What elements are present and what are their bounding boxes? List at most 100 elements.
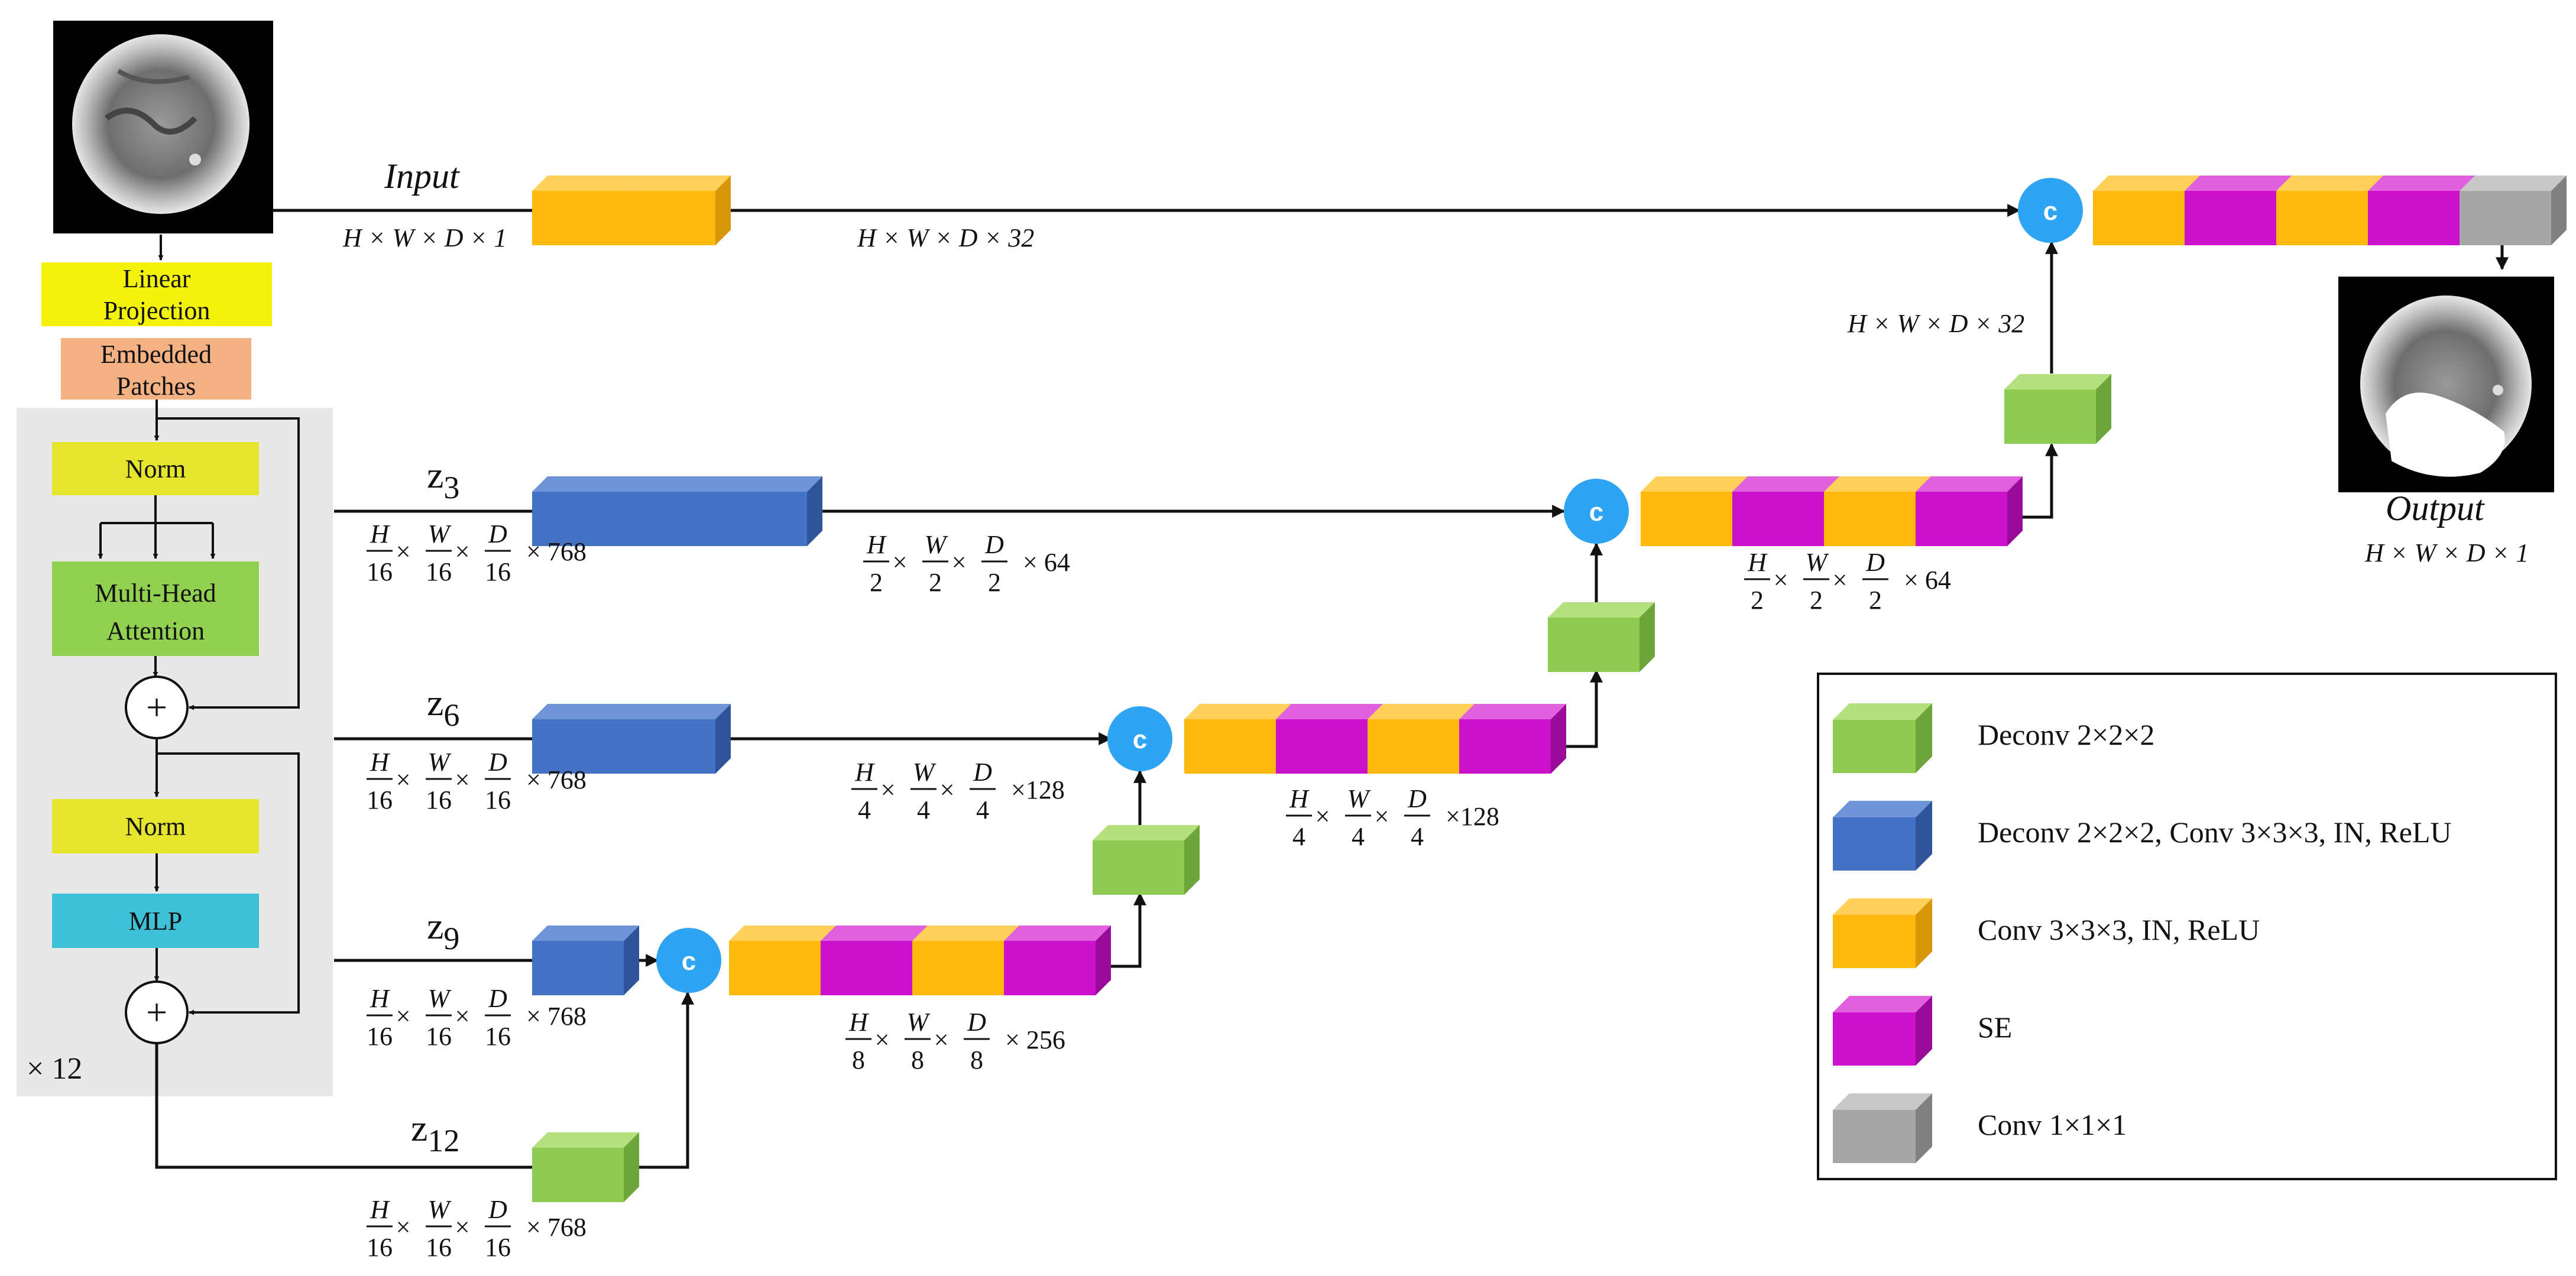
svg-text:×: × [875, 1025, 890, 1054]
svg-text:× 64: × 64 [1904, 566, 1951, 595]
plus1-label: + [146, 686, 167, 728]
dec1-magenta-block-1 [1732, 476, 1839, 546]
output-image [2338, 277, 2554, 492]
svg-text:× 768: × 768 [526, 537, 587, 566]
residual-1 [157, 417, 300, 710]
legend-cube-magenta [1833, 996, 1932, 1066]
input-conv-orange-block-0 [532, 176, 639, 245]
svg-text:8: 8 [852, 1046, 865, 1074]
dec3-orange-block-0 [729, 926, 836, 995]
legend-box [1817, 673, 2557, 1180]
dec0-orange-block-2 [2276, 176, 2383, 245]
norm2-label: Norm [125, 812, 186, 841]
z6-shape: H16×W16×D16× 768 [367, 748, 587, 814]
dec0-magenta-block-1 [2185, 176, 2292, 245]
plus2-label: + [146, 991, 167, 1033]
svg-text:× 768: × 768 [526, 1002, 587, 1031]
dec2-orange-block-0 [1184, 704, 1291, 774]
legend-cube-gray [1833, 1093, 1932, 1163]
dec1-shape: H2×W2×D2× 64 [1744, 548, 1951, 615]
svg-text:16: 16 [426, 557, 452, 586]
embedded-patches-box [61, 338, 251, 400]
linear-projection-label-line2: Projection [103, 296, 210, 325]
dec3-magenta-block-3 [1004, 926, 1111, 995]
mha-label-line2: Attention [106, 616, 205, 645]
svg-text:×: × [455, 765, 470, 794]
dec3-magenta-block-1 [821, 926, 928, 995]
concat-node-1: c [1564, 479, 1629, 544]
svg-text:× 64: × 64 [1023, 548, 1070, 577]
svg-text:H: H [1289, 784, 1310, 813]
z12-deconv-green-block-0 [532, 1132, 639, 1202]
svg-text:W: W [428, 1195, 452, 1224]
z6-label: z6 [427, 681, 459, 733]
norm2-box [52, 799, 259, 853]
svg-text:2: 2 [988, 568, 1001, 597]
svg-text:8: 8 [970, 1046, 983, 1074]
svg-text:W: W [925, 530, 948, 559]
output-label: Output [2386, 489, 2485, 528]
z6-deconv-blue-block-0 [532, 704, 639, 774]
z3-shape: H16×W16×D16× 768 [367, 520, 587, 586]
skip1-shape: H2×W2×D2× 64 [863, 530, 1070, 597]
dec1-orange-block-2 [1824, 476, 1931, 546]
svg-text:16: 16 [367, 785, 393, 814]
z9-shape: H16×W16×D16× 768 [367, 984, 587, 1051]
svg-text:H: H [848, 1008, 869, 1037]
svg-text:W: W [428, 520, 452, 548]
up3-line [1103, 892, 1146, 968]
dec3-orange-block-2 [912, 926, 1019, 995]
svg-text:16: 16 [367, 1022, 393, 1051]
svg-text:8: 8 [911, 1046, 924, 1074]
svg-text:W: W [1806, 548, 1829, 577]
svg-text:H: H [854, 758, 875, 787]
up2-line [1555, 669, 1603, 748]
svg-text:z6: z6 [427, 681, 459, 733]
svg-text:W: W [1347, 784, 1371, 813]
svg-text:×: × [881, 775, 896, 804]
svg-text:H: H [370, 984, 390, 1013]
z3-deconv-blue-block-0 [532, 476, 639, 546]
svg-text:2: 2 [1751, 586, 1764, 615]
up0-shape: H × W × D × 32 [1847, 309, 2024, 338]
concat-node-2: c [1107, 706, 1172, 771]
z12-up-line [633, 991, 694, 1169]
dec0-gray-block-4 [2460, 176, 2567, 245]
z3-deconv-blue-block-2 [715, 476, 822, 546]
legend-label-2: Conv 3×3×3, IN, ReLU [1978, 913, 2260, 946]
svg-text:D: D [488, 520, 507, 548]
svg-text:D: D [1865, 548, 1885, 577]
svg-text:H: H [370, 748, 390, 777]
linear-projection-box [41, 262, 272, 326]
dec2-orange-block-2 [1368, 704, 1475, 774]
svg-text:×: × [952, 548, 967, 577]
legend-cube-blue [1833, 801, 1932, 871]
svg-text:16: 16 [426, 1022, 452, 1051]
concat-node-0: c [2018, 178, 2083, 243]
mlp-box [52, 894, 259, 948]
z12-label: z12 [411, 1107, 459, 1158]
embedded-patches-label-line2: Patches [116, 372, 196, 401]
svg-text:×: × [1833, 566, 1848, 595]
svg-text:W: W [913, 758, 937, 787]
z6-deconv-blue-block-1 [624, 704, 731, 774]
svg-text:W: W [907, 1008, 931, 1037]
z3-label: z3 [427, 454, 459, 505]
svg-text:×128: ×128 [1011, 775, 1065, 804]
repeat-label: × 12 [27, 1052, 82, 1086]
svg-text:z3: z3 [427, 454, 459, 505]
svg-text:4: 4 [976, 796, 989, 824]
up2-green-block-0 [1548, 602, 1655, 672]
up3-green-block-0 [1093, 825, 1200, 895]
z12-shape: H16×W16×D16× 768 [367, 1195, 587, 1262]
input-conv-orange-block-1 [624, 176, 731, 245]
svg-text:4: 4 [1411, 822, 1424, 851]
legend-cube-green [1833, 703, 1932, 773]
dec2-shape: H4×W4×D4×128 [1286, 784, 1499, 851]
svg-text:16: 16 [485, 557, 511, 586]
svg-text:×: × [396, 537, 411, 566]
svg-text:4: 4 [1292, 822, 1305, 851]
svg-text:c: c [682, 947, 696, 976]
